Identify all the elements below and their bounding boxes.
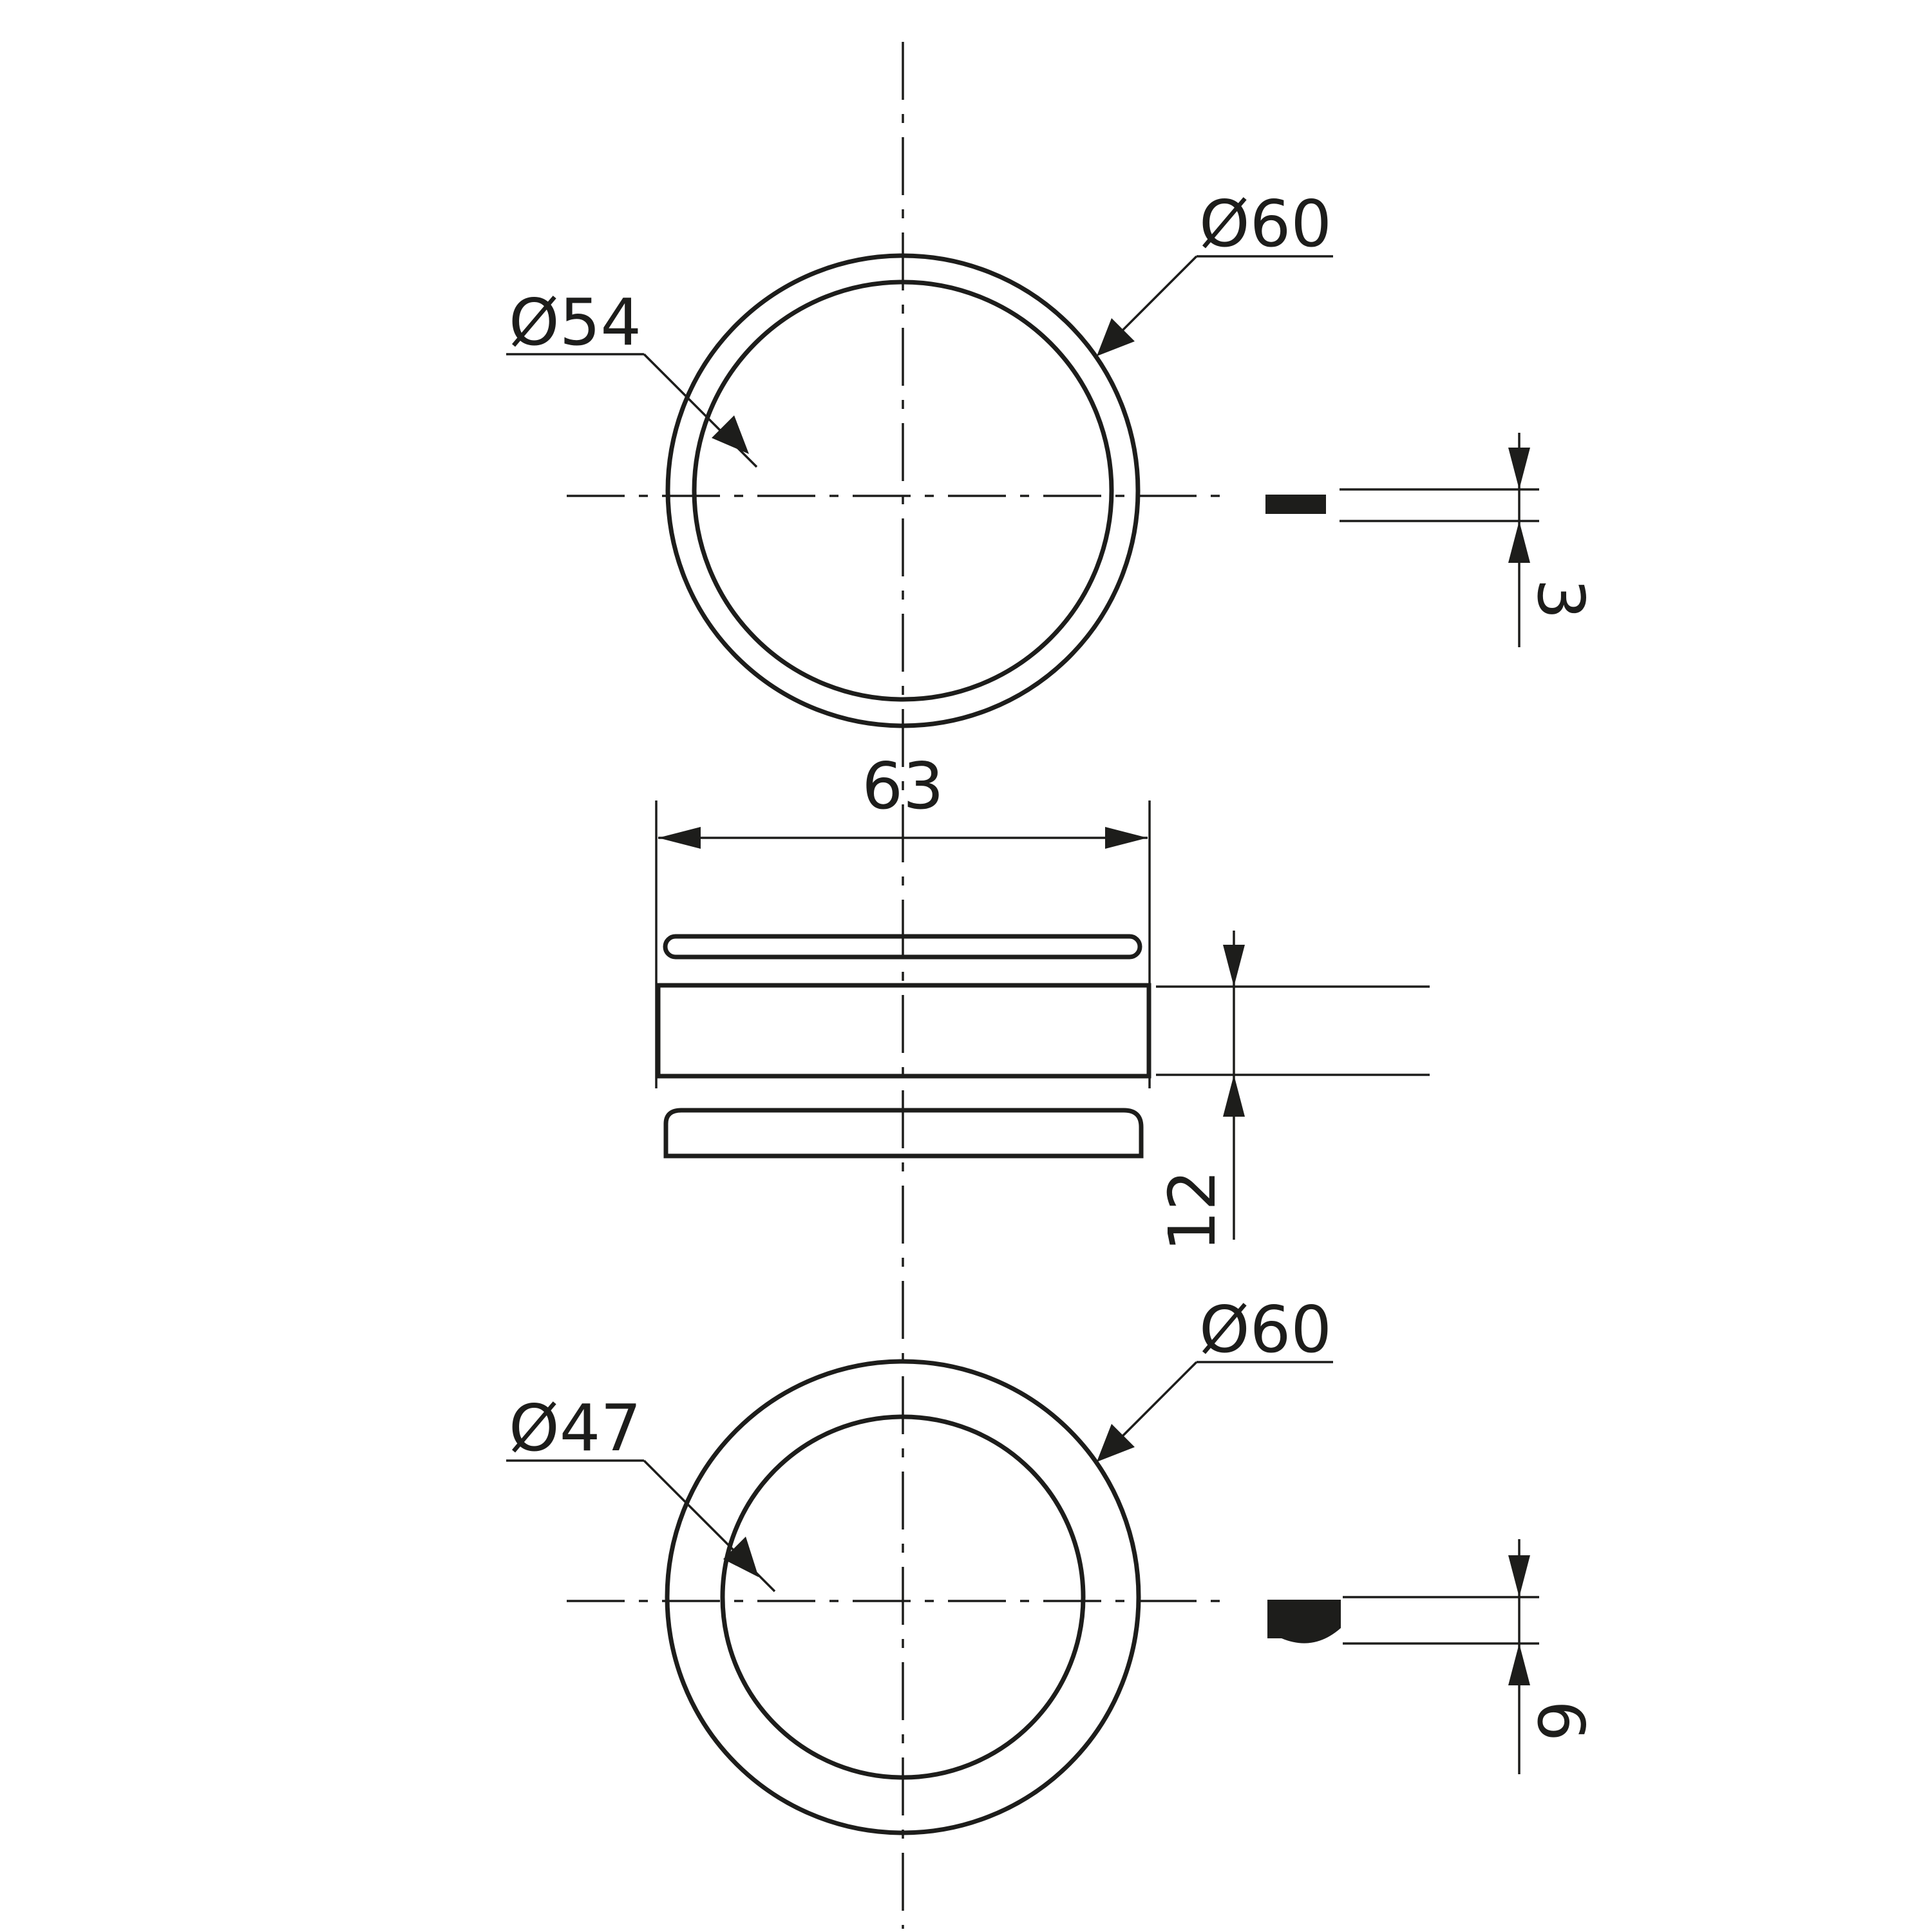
top-ring-view: Ø60 Ø54 3 (506, 186, 1598, 728)
top-outer-diameter-label: Ø60 (1199, 186, 1332, 261)
dimension-arrow (658, 827, 701, 849)
dimension-arrow (1508, 448, 1530, 489)
leader-arrow (1097, 318, 1135, 356)
dimension-arrow (1223, 945, 1245, 987)
top-inner-diameter-label: Ø54 (509, 285, 641, 360)
top-inner-circle (692, 279, 1114, 702)
side-width-label: 63 (862, 748, 943, 824)
top-inner-diameter-dimension: Ø54 (506, 285, 758, 468)
side-height-dimension: 12 (1155, 931, 1430, 1252)
top-outer-diameter-dimension: Ø60 (1097, 186, 1333, 356)
bottom-inner-diameter-dimension: Ø47 (506, 1390, 776, 1593)
top-section-profile (1265, 495, 1326, 514)
bottom-ring-profile (663, 1108, 1144, 1159)
side-height-label: 12 (1155, 1170, 1230, 1251)
side-view: 63 12 (655, 748, 1430, 1252)
bottom-outer-diameter-dimension: Ø60 (1097, 1292, 1333, 1462)
top-thickness-dimension: 3 (1340, 433, 1598, 647)
leader-arrow (712, 415, 749, 454)
dimension-arrow (1508, 521, 1530, 563)
dimension-arrow (1508, 1555, 1530, 1597)
dimension-arrow (1223, 1075, 1245, 1117)
top-thickness-label: 3 (1523, 578, 1598, 620)
bottom-outer-circle (665, 1359, 1141, 1835)
bottom-ring-view: Ø60 Ø47 6 (506, 1292, 1598, 1835)
dimension-arrow (1105, 827, 1148, 849)
bottom-section-profile (1267, 1600, 1341, 1643)
middle-body-profile (656, 983, 1151, 1079)
top-ring-profile (663, 934, 1142, 960)
bottom-inner-circle (720, 1414, 1086, 1780)
leader-arrow (1097, 1424, 1135, 1462)
bottom-outer-diameter-label: Ø60 (1199, 1292, 1332, 1367)
dimension-arrow (1508, 1643, 1530, 1685)
bottom-inner-diameter-label: Ø47 (509, 1390, 641, 1466)
bottom-thickness-label: 6 (1523, 1700, 1598, 1741)
bottom-thickness-dimension: 6 (1343, 1539, 1598, 1774)
top-outer-circle (665, 253, 1141, 728)
leader-arrow (723, 1537, 759, 1577)
